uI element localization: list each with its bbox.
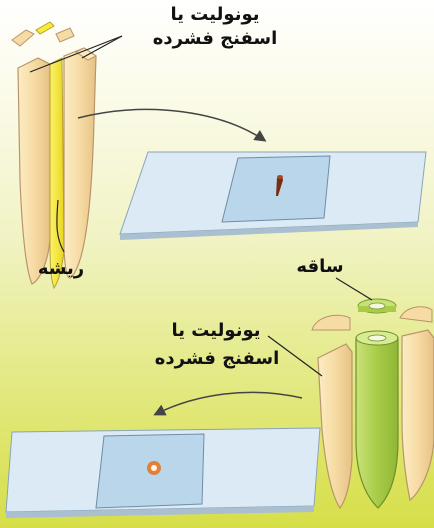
label-stem: ساقه xyxy=(290,254,350,279)
coverslip-top xyxy=(222,156,330,222)
foam-half-left-bottom xyxy=(318,344,352,508)
label-matrix-bottom-line2: اسفنج فشرده xyxy=(152,346,282,371)
slide-top xyxy=(120,152,426,240)
transfer-arrow-bottom xyxy=(156,392,302,414)
stem-tissue xyxy=(356,338,398,508)
cut-slices-bottom xyxy=(312,299,432,330)
label-matrix-top-line2: اسفنج فشرده xyxy=(150,26,280,51)
foam-half-left xyxy=(18,58,50,284)
label-matrix-bottom-line1: یونولیت یا xyxy=(156,318,276,343)
cut-slices xyxy=(12,22,74,46)
root-sectioning-illustration xyxy=(12,22,426,288)
label-root: ریشه xyxy=(28,256,94,281)
foam-half-right-bottom xyxy=(402,330,434,500)
root-tissue xyxy=(50,58,64,288)
foam-half-right xyxy=(64,48,96,278)
transfer-arrow-top xyxy=(78,109,264,140)
label-matrix-top-line1: یونولیت یا xyxy=(150,2,280,27)
stem-sectioning-illustration xyxy=(6,278,434,518)
slide-bottom xyxy=(6,428,320,518)
